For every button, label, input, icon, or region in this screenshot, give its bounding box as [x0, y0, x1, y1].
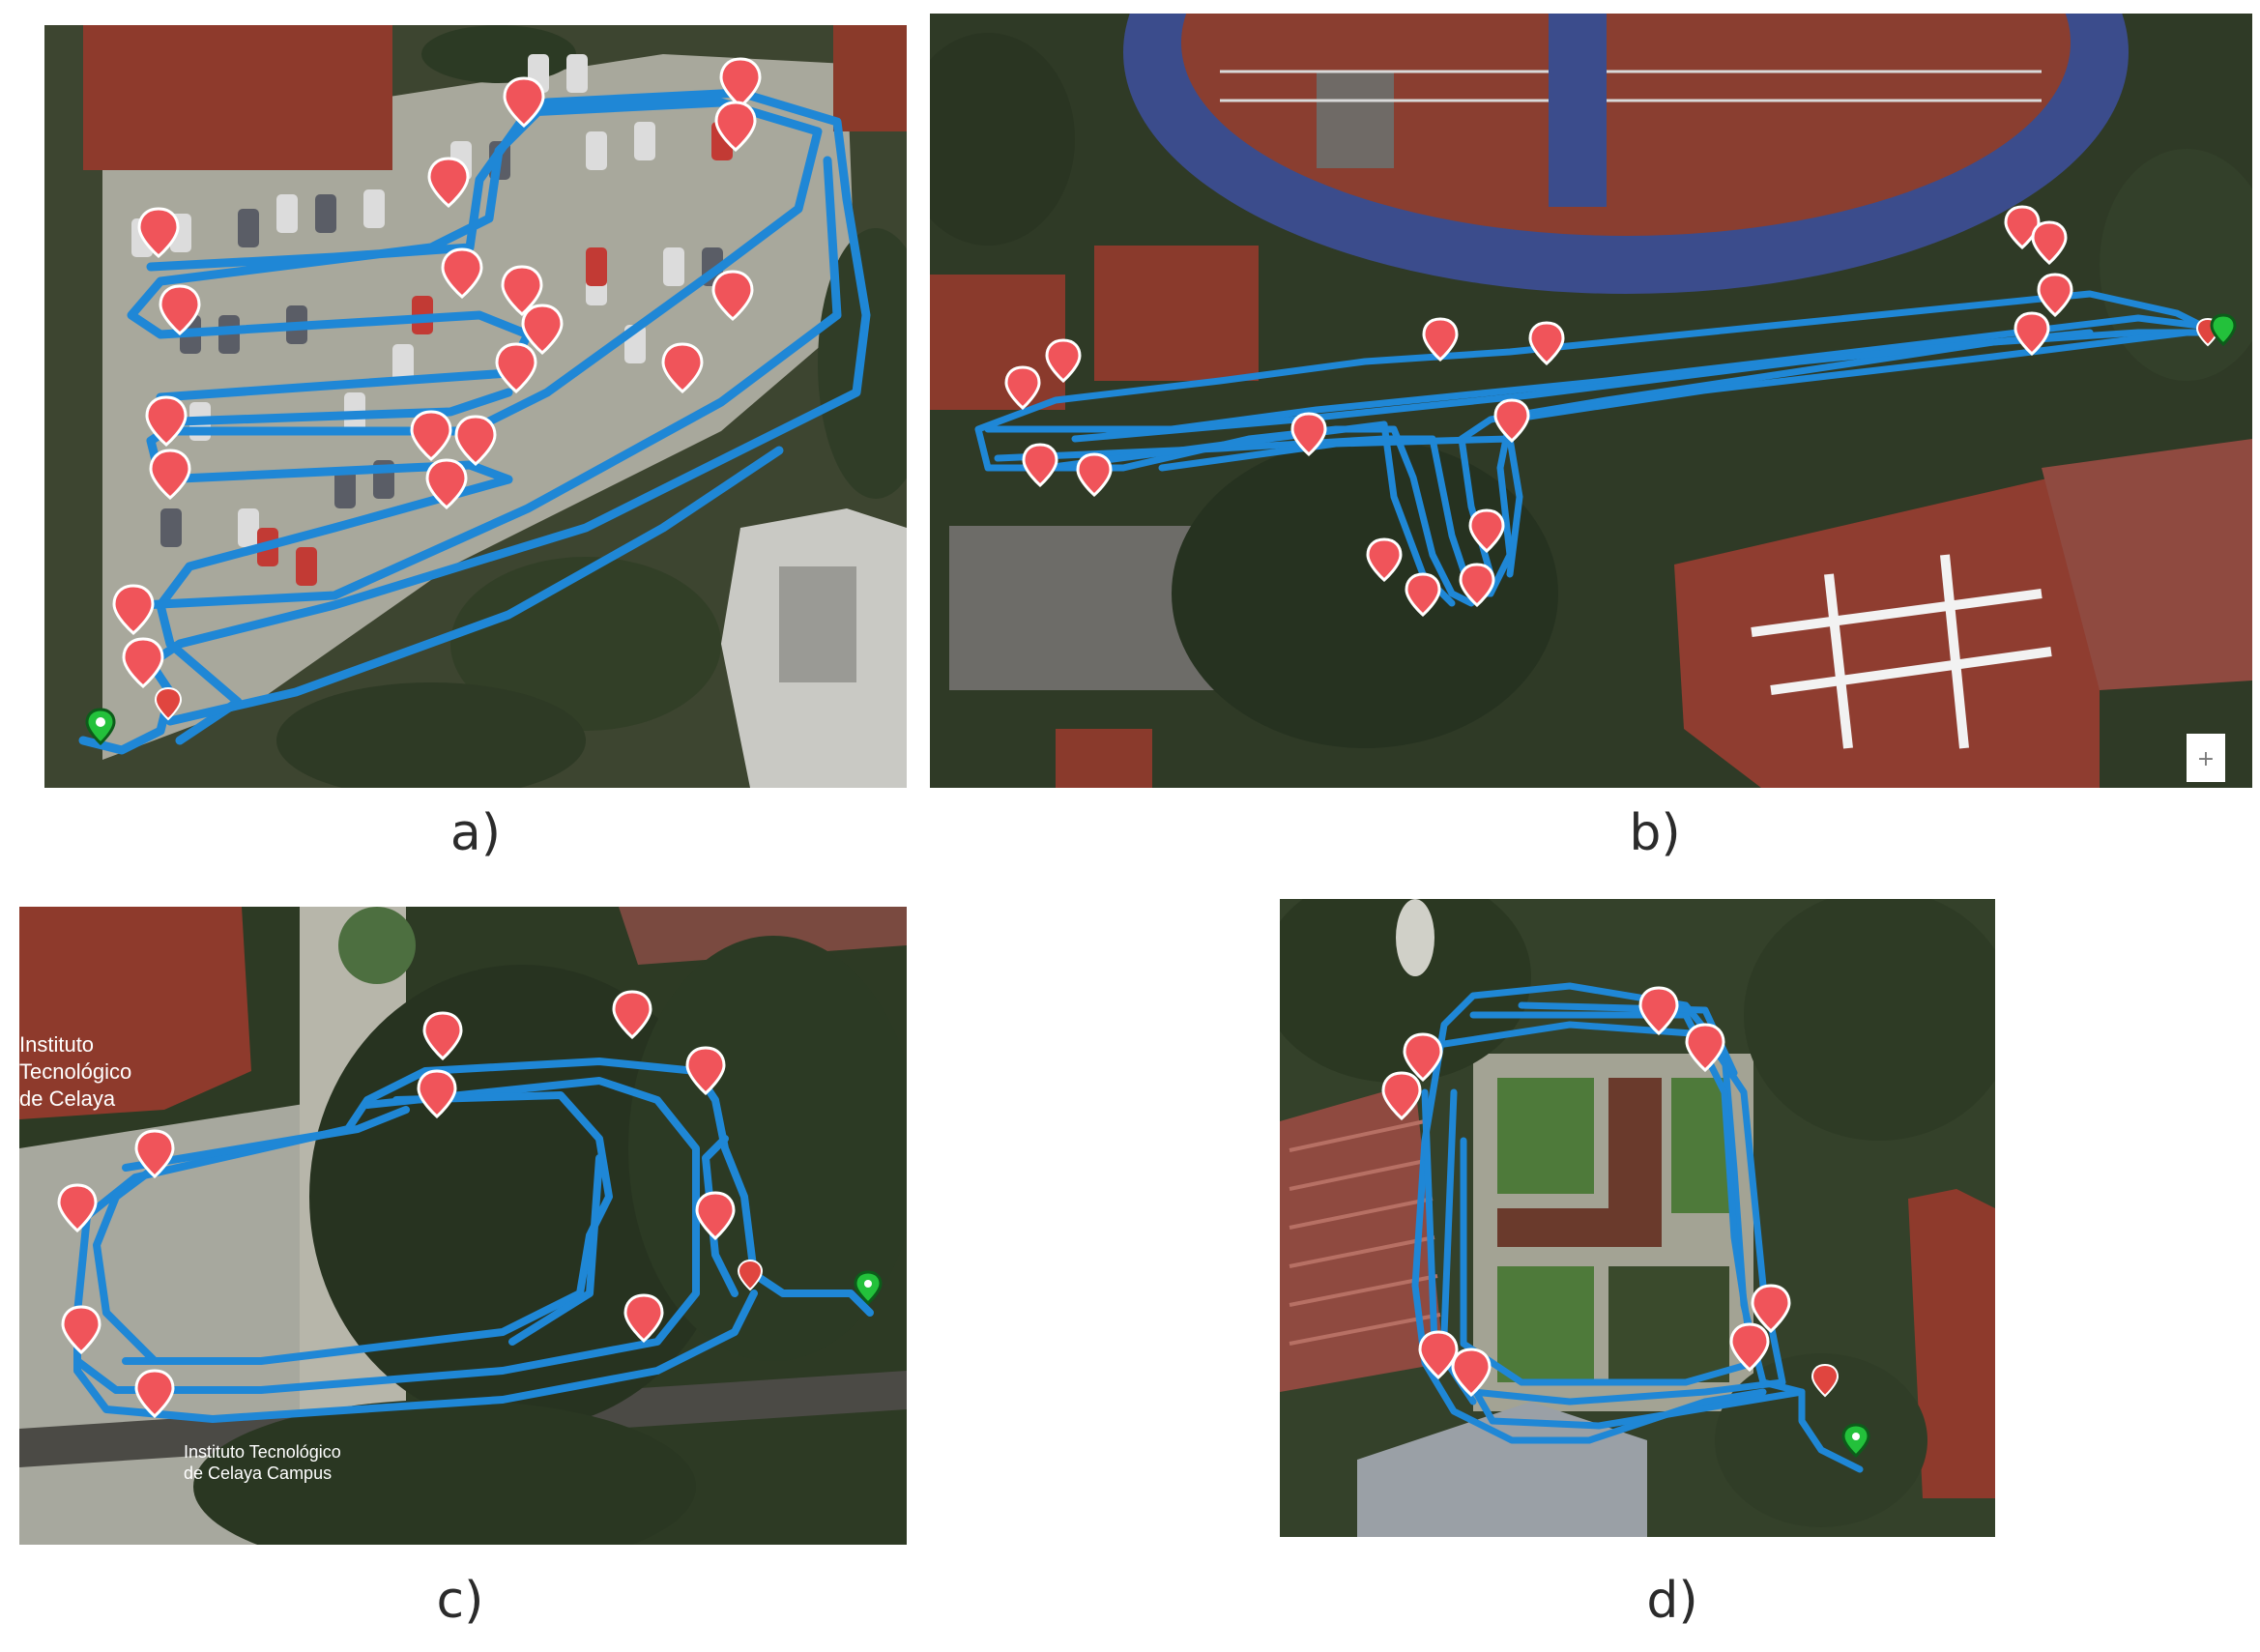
- campus-label-bottom-line1: Instituto Tecnológico: [184, 1442, 341, 1462]
- map-panel-a[interactable]: [44, 25, 907, 788]
- caption-a: a): [449, 804, 502, 862]
- end-pin-icon: [1811, 1363, 1840, 1398]
- map-panel-d[interactable]: [1280, 899, 1995, 1537]
- building-roof: [1674, 478, 2100, 788]
- waypoint-markers: [1004, 205, 2073, 618]
- end-pin-icon: [154, 686, 183, 721]
- building-roof: [1280, 1083, 1444, 1392]
- zoom-in-icon[interactable]: [2187, 734, 2225, 782]
- satellite-map-d: [1280, 899, 1995, 1537]
- caption-d: d): [1646, 1572, 1698, 1630]
- building-roof: [930, 275, 1065, 410]
- caption-c: c): [436, 1572, 484, 1630]
- map-panel-b[interactable]: +: [930, 14, 2252, 788]
- campus-label-line3: de Celaya: [19, 1087, 116, 1111]
- building-roof: [19, 907, 251, 1119]
- start-pin-icon: [2210, 313, 2237, 347]
- building-roof: [83, 25, 392, 170]
- campus-label-bottom-line2: de Celaya Campus: [184, 1464, 332, 1483]
- waypoint-markers: [1381, 986, 1791, 1398]
- caption-b: b): [1629, 804, 1681, 862]
- satellite-map-c: Instituto Tecnológico de Celaya Institut…: [19, 907, 907, 1545]
- waypoint-markers: [57, 990, 736, 1419]
- campus-label-line1: Instituto: [19, 1032, 94, 1057]
- campus-label: Instituto Tecnológico de Celaya Institut…: [19, 1032, 341, 1483]
- campus-label-line2: Tecnológico: [19, 1059, 131, 1084]
- svg-text:+: +: [2197, 747, 2215, 771]
- map-panel-c[interactable]: Instituto Tecnológico de Celaya Institut…: [19, 907, 907, 1545]
- satellite-map-a: [44, 25, 907, 788]
- satellite-map-b: +: [930, 14, 2252, 788]
- end-pin-icon: [737, 1259, 764, 1291]
- gps-track: [73, 1058, 874, 1423]
- waypoint-markers: [112, 57, 762, 688]
